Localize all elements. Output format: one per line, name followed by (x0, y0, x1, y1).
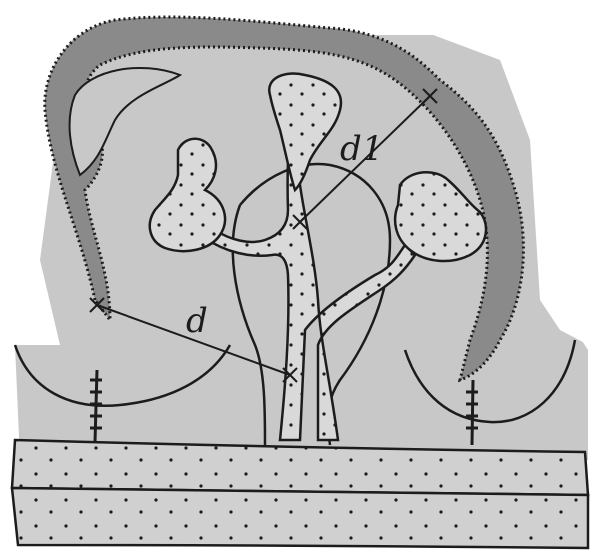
label-d1: d1 (340, 129, 383, 169)
label-d: d (186, 301, 208, 341)
soil-layer-lower-dots (12, 488, 588, 548)
